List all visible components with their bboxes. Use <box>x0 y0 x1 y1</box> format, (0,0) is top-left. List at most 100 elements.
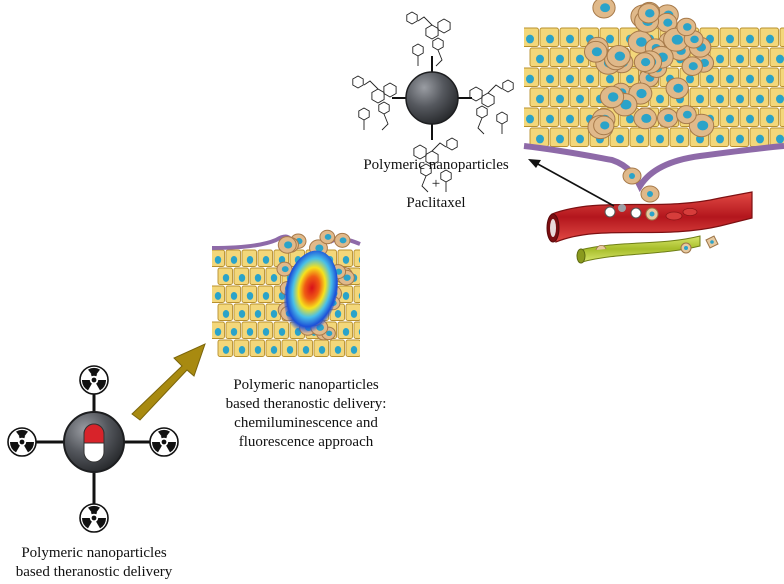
cell-nucleus <box>254 273 262 282</box>
cell-nucleus <box>756 134 764 144</box>
cell-nucleus <box>246 291 254 300</box>
tissue-cell <box>779 67 784 87</box>
cell-nucleus <box>281 266 289 273</box>
cell-nucleus <box>262 255 270 264</box>
tissue-cell <box>362 304 377 321</box>
cell-nucleus <box>636 88 647 99</box>
cell-nucleus <box>641 58 651 67</box>
cell-nucleus <box>270 273 278 282</box>
cell-nucleus <box>746 34 754 44</box>
cell-nucleus <box>350 309 358 318</box>
cell-nucleus <box>342 255 350 264</box>
fluorescence-tissue-illustration <box>211 229 377 357</box>
cell-nucleus <box>614 51 626 61</box>
radiation-icon <box>79 503 109 533</box>
cell-nucleus <box>645 9 655 18</box>
cell-nucleus <box>576 134 584 144</box>
cell-nucleus <box>286 345 294 354</box>
cell-nucleus <box>342 291 350 300</box>
cell-nucleus <box>334 345 342 354</box>
cell-nucleus <box>238 309 246 318</box>
cell-nucleus <box>262 291 270 300</box>
cell-nucleus <box>697 120 709 131</box>
cell-nucleus <box>536 94 544 104</box>
cell-nucleus <box>620 99 632 110</box>
cell-nucleus <box>358 328 360 335</box>
molecule-ring <box>371 88 385 104</box>
tissue-cell <box>362 340 377 357</box>
cell-nucleus <box>607 92 619 102</box>
caption-top: Polymeric nanoparticles + Paclitaxel <box>346 156 526 213</box>
cell-nucleus <box>756 54 764 64</box>
cell-nucleus <box>556 54 564 64</box>
cell-nucleus <box>706 74 714 84</box>
cell-nucleus <box>776 54 784 64</box>
cell-nucleus <box>526 34 534 44</box>
tissue-cell <box>362 268 377 285</box>
cell-nucleus <box>536 54 544 64</box>
caption-line: fluorescence approach <box>238 434 374 450</box>
cell-nucleus <box>367 274 373 282</box>
molecule-ring <box>383 82 397 98</box>
cell-nucleus <box>576 94 584 104</box>
caption-line: Polymeric nanoparticles <box>233 377 379 393</box>
tissue-cell <box>779 107 784 127</box>
cell-nucleus <box>339 237 347 244</box>
cell-nucleus <box>683 23 692 31</box>
cell-nucleus <box>726 34 734 44</box>
cell-nucleus <box>766 74 774 84</box>
cell-nucleus <box>606 74 614 84</box>
cell-nucleus <box>576 54 584 64</box>
cell-nucleus <box>284 241 293 249</box>
molecule-ring <box>496 111 508 125</box>
cell-nucleus <box>716 94 724 104</box>
cell-nucleus <box>776 134 784 144</box>
cell-nucleus <box>343 274 351 281</box>
cell-nucleus <box>350 345 358 354</box>
cell-nucleus <box>736 54 744 64</box>
cell-nucleus <box>682 110 692 119</box>
molecule-ring <box>481 92 495 108</box>
cell-nucleus <box>676 134 684 144</box>
cell-nucleus <box>358 292 360 299</box>
molecule-ring <box>432 37 444 51</box>
cell-nucleus <box>230 291 238 300</box>
cell-nucleus <box>566 74 574 84</box>
nanoparticle-sphere-icon <box>405 71 459 125</box>
molecule-ring <box>425 24 439 40</box>
cell-nucleus <box>526 114 534 124</box>
cell-nucleus <box>214 291 222 300</box>
cell-nucleus <box>776 94 784 104</box>
cell-nucleus <box>342 327 350 336</box>
cell-nucleus <box>736 134 744 144</box>
cell-nucleus <box>335 268 343 275</box>
cell-nucleus <box>526 74 534 84</box>
caption-line: based theranostic delivery: <box>225 396 387 412</box>
molecule-ring <box>437 18 451 34</box>
cell-nucleus <box>238 273 246 282</box>
radiation-icon <box>7 427 37 457</box>
cell-nucleus <box>736 94 744 104</box>
cell-nucleus <box>270 309 278 318</box>
molecule-ring <box>406 11 418 25</box>
cell-nucleus <box>766 114 774 124</box>
cell-nucleus <box>546 34 554 44</box>
molecule-ring <box>469 86 483 102</box>
cell-nucleus <box>214 255 222 264</box>
cell-nucleus <box>690 35 699 44</box>
cell-nucleus <box>664 114 674 123</box>
basement-membrane <box>523 143 784 193</box>
cell-nucleus <box>641 113 652 123</box>
cell-nucleus <box>536 134 544 144</box>
cell-nucleus <box>591 47 602 57</box>
cell-nucleus <box>238 345 246 354</box>
cell-nucleus <box>726 114 734 124</box>
tissue-cell <box>353 249 360 267</box>
cell-nucleus <box>626 74 634 84</box>
caption-middle: Polymeric nanoparticles based theranosti… <box>206 376 406 452</box>
paclitaxel-nanoparticle-conjugate <box>352 11 514 193</box>
cell-nucleus <box>270 345 278 354</box>
cell-nucleus <box>696 94 704 104</box>
caption-line: + <box>431 176 441 192</box>
